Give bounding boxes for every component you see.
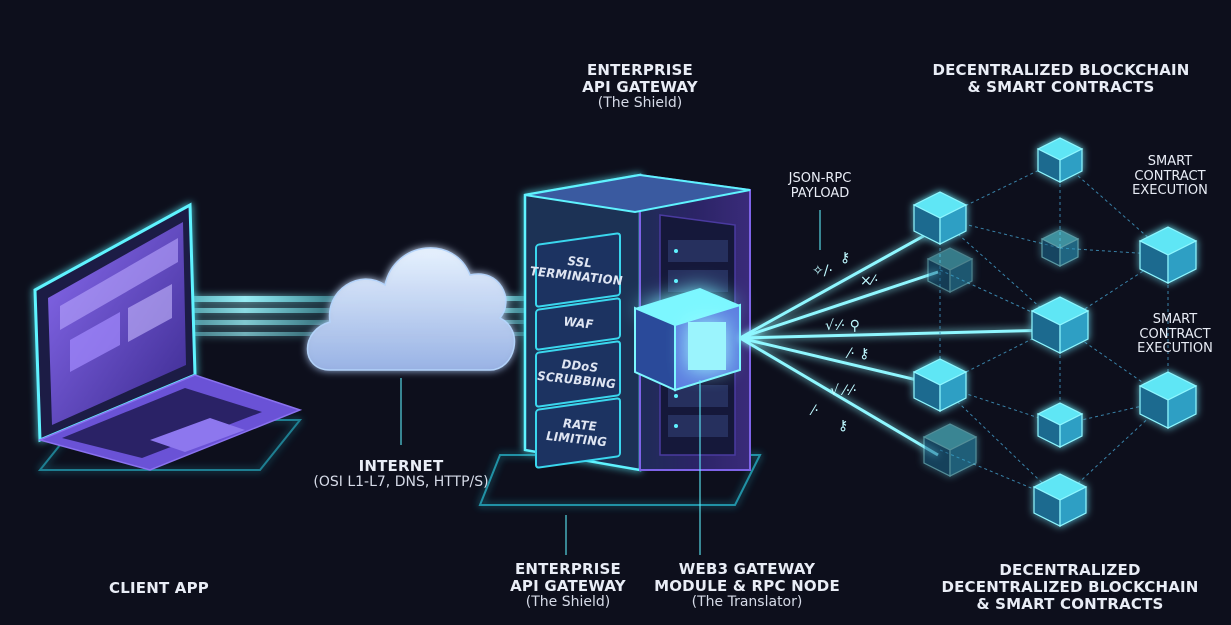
svg-text:√·⁄· ⚲: √·⁄· ⚲ (825, 318, 860, 334)
gateway-top-label: ENTERPRISE API GATEWAY (The Shield) (582, 61, 698, 111)
blockchain-node-cube-icon (1030, 296, 1090, 354)
blockchain-node-cube-icon (926, 247, 974, 293)
cloud-icon (306, 247, 516, 371)
svg-text:✧/·: ✧/· (812, 263, 833, 279)
web3-gateway-label: WEB3 GATEWAY MODULE & RPC NODE (The Tran… (654, 560, 840, 610)
gateway-bottom-label: ENTERPRISE API GATEWAY (The Shield) (510, 560, 626, 610)
blockchain-node-cube-icon (1138, 371, 1198, 429)
blockchain-node-cube-icon (1032, 473, 1088, 527)
payload-symbols: ✧/· ⚷ ×⁄· √·⁄· ⚲ ⁄· ⚷ √ ⁄·⁄· ⁄· ⚷ (809, 250, 879, 434)
blockchain-node-cube-icon (1036, 402, 1084, 448)
blockchain-bottom-label: DECENTRALIZED DECENTRALIZED BLOCKCHAIN &… (941, 561, 1199, 613)
blockchain-node-cube-icon (922, 423, 978, 477)
internet-label: INTERNET (OSI L1-L7, DNS, HTTP/S) (313, 457, 489, 490)
blockchain-node-cube-icon (912, 191, 968, 245)
blockchain-nodes (912, 137, 1198, 527)
svg-text:⚷: ⚷ (838, 418, 848, 434)
server-slots (668, 240, 728, 437)
jsonrpc-payload-label: JSON-RPC PAYLOAD (788, 171, 852, 201)
module-rate-limiting: RATE LIMITING (535, 396, 621, 470)
blockchain-node-cube-icon (1040, 229, 1080, 267)
smart-contract-execution-label-1: SMART CONTRACT EXECUTION (1132, 154, 1208, 199)
svg-text:√ ⁄·⁄·: √ ⁄·⁄· (830, 383, 857, 399)
client-app-label: CLIENT APP (109, 579, 209, 597)
blockchain-top-label: DECENTRALIZED BLOCKCHAIN & SMART CONTRAC… (932, 61, 1190, 96)
svg-text:×⁄·: ×⁄· (860, 273, 879, 289)
laptop-icon (33, 202, 303, 471)
rpc-beams (739, 226, 1056, 457)
svg-text:⚷: ⚷ (840, 250, 850, 266)
smart-contract-execution-label-2: SMART CONTRACT EXECUTION (1137, 312, 1213, 357)
svg-text:⁄·: ⁄· (809, 403, 819, 419)
module-ssl-termination: SSL TERMINATION (529, 231, 625, 309)
svg-text:⁄· ⚷: ⁄· ⚷ (845, 346, 870, 362)
blockchain-node-cube-icon (1036, 137, 1084, 183)
blockchain-node-cube-icon (1138, 226, 1198, 284)
blockchain-node-cube-icon (912, 358, 968, 412)
rpc-translator-cube-icon (634, 288, 741, 392)
